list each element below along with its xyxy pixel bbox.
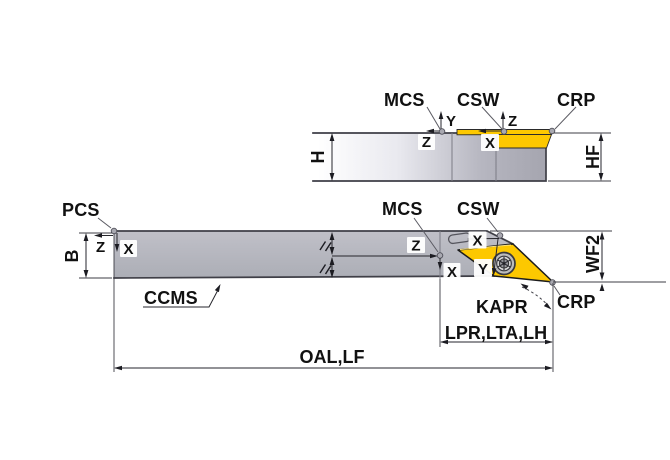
side-view: H HF Z Y X Z: [308, 90, 611, 182]
plan-csw-x-label: X: [472, 233, 482, 250]
side-csw-z-label: Z: [508, 113, 517, 130]
insert-side-block: [496, 134, 553, 149]
plan-csw-point: [496, 232, 504, 239]
plan-crp-group: CRP: [549, 279, 596, 312]
side-mcs-point: [438, 128, 446, 135]
plan-crp-label: CRP: [557, 292, 596, 312]
dimension-h-label: H: [308, 151, 328, 164]
dimension-lpr: LPR,LTA,LH: [439, 279, 553, 347]
dimension-b: B: [62, 232, 112, 279]
centerline-equal-dimension: [319, 232, 438, 278]
kapr-group: KAPR: [476, 283, 552, 317]
plan-crp-point: [549, 279, 556, 286]
dimension-hf: HF: [548, 132, 611, 182]
dimension-lpr-label: LPR,LTA,LH: [445, 323, 547, 343]
side-mcs-label: MCS: [384, 90, 425, 110]
pcs-group: Z X PCS: [62, 200, 137, 258]
pcs-point: [110, 227, 118, 235]
plan-view: Z X PCS B: [62, 199, 666, 372]
plan-csw-y-label: Y: [478, 261, 488, 278]
side-csw-axes: X Z: [478, 111, 517, 152]
insert-screw: [492, 251, 516, 276]
kapr-label: KAPR: [476, 297, 528, 317]
dimension-wf2: WF2: [490, 230, 666, 372]
plan-csw-label: CSW: [457, 199, 500, 219]
ccms-label: CCMS: [144, 288, 198, 308]
pcs-z-label: Z: [96, 239, 105, 256]
side-mcs-z-label: Z: [422, 134, 431, 151]
side-csw-leader: [481, 106, 503, 130]
pcs-x-label: X: [123, 241, 133, 258]
plan-mcs-z-label: Z: [411, 238, 420, 255]
side-crp-point: [548, 127, 556, 135]
side-csw-label: CSW: [457, 90, 500, 110]
pcs-label: PCS: [62, 200, 100, 220]
dimension-h: H: [308, 133, 335, 181]
plan-csw-group: X Y CSW: [457, 199, 504, 278]
side-crp-label: CRP: [557, 90, 596, 110]
plan-mcs-group: Z X MCS: [382, 199, 461, 281]
side-mcs-y-label: Y: [446, 113, 456, 130]
plan-mcs-label: MCS: [382, 199, 423, 219]
equal-marks: [319, 241, 332, 275]
dimension-wf2-label: WF2: [583, 235, 603, 273]
side-crp-leader: [554, 106, 577, 130]
side-csw-x-label: X: [485, 135, 495, 152]
dimension-b-label: B: [62, 250, 82, 263]
plan-mcs-x-label: X: [447, 264, 457, 281]
plan-mcs-point: [436, 252, 444, 259]
ccms-group: CCMS: [143, 284, 221, 308]
dimension-oal: OAL,LF: [113, 234, 553, 372]
dimension-hf-label: HF: [583, 145, 603, 169]
plan-view-body-edges: [113, 230, 515, 279]
dimension-oal-label: OAL,LF: [300, 347, 365, 367]
side-csw-point: [500, 128, 508, 135]
side-mcs-leader: [426, 106, 441, 130]
